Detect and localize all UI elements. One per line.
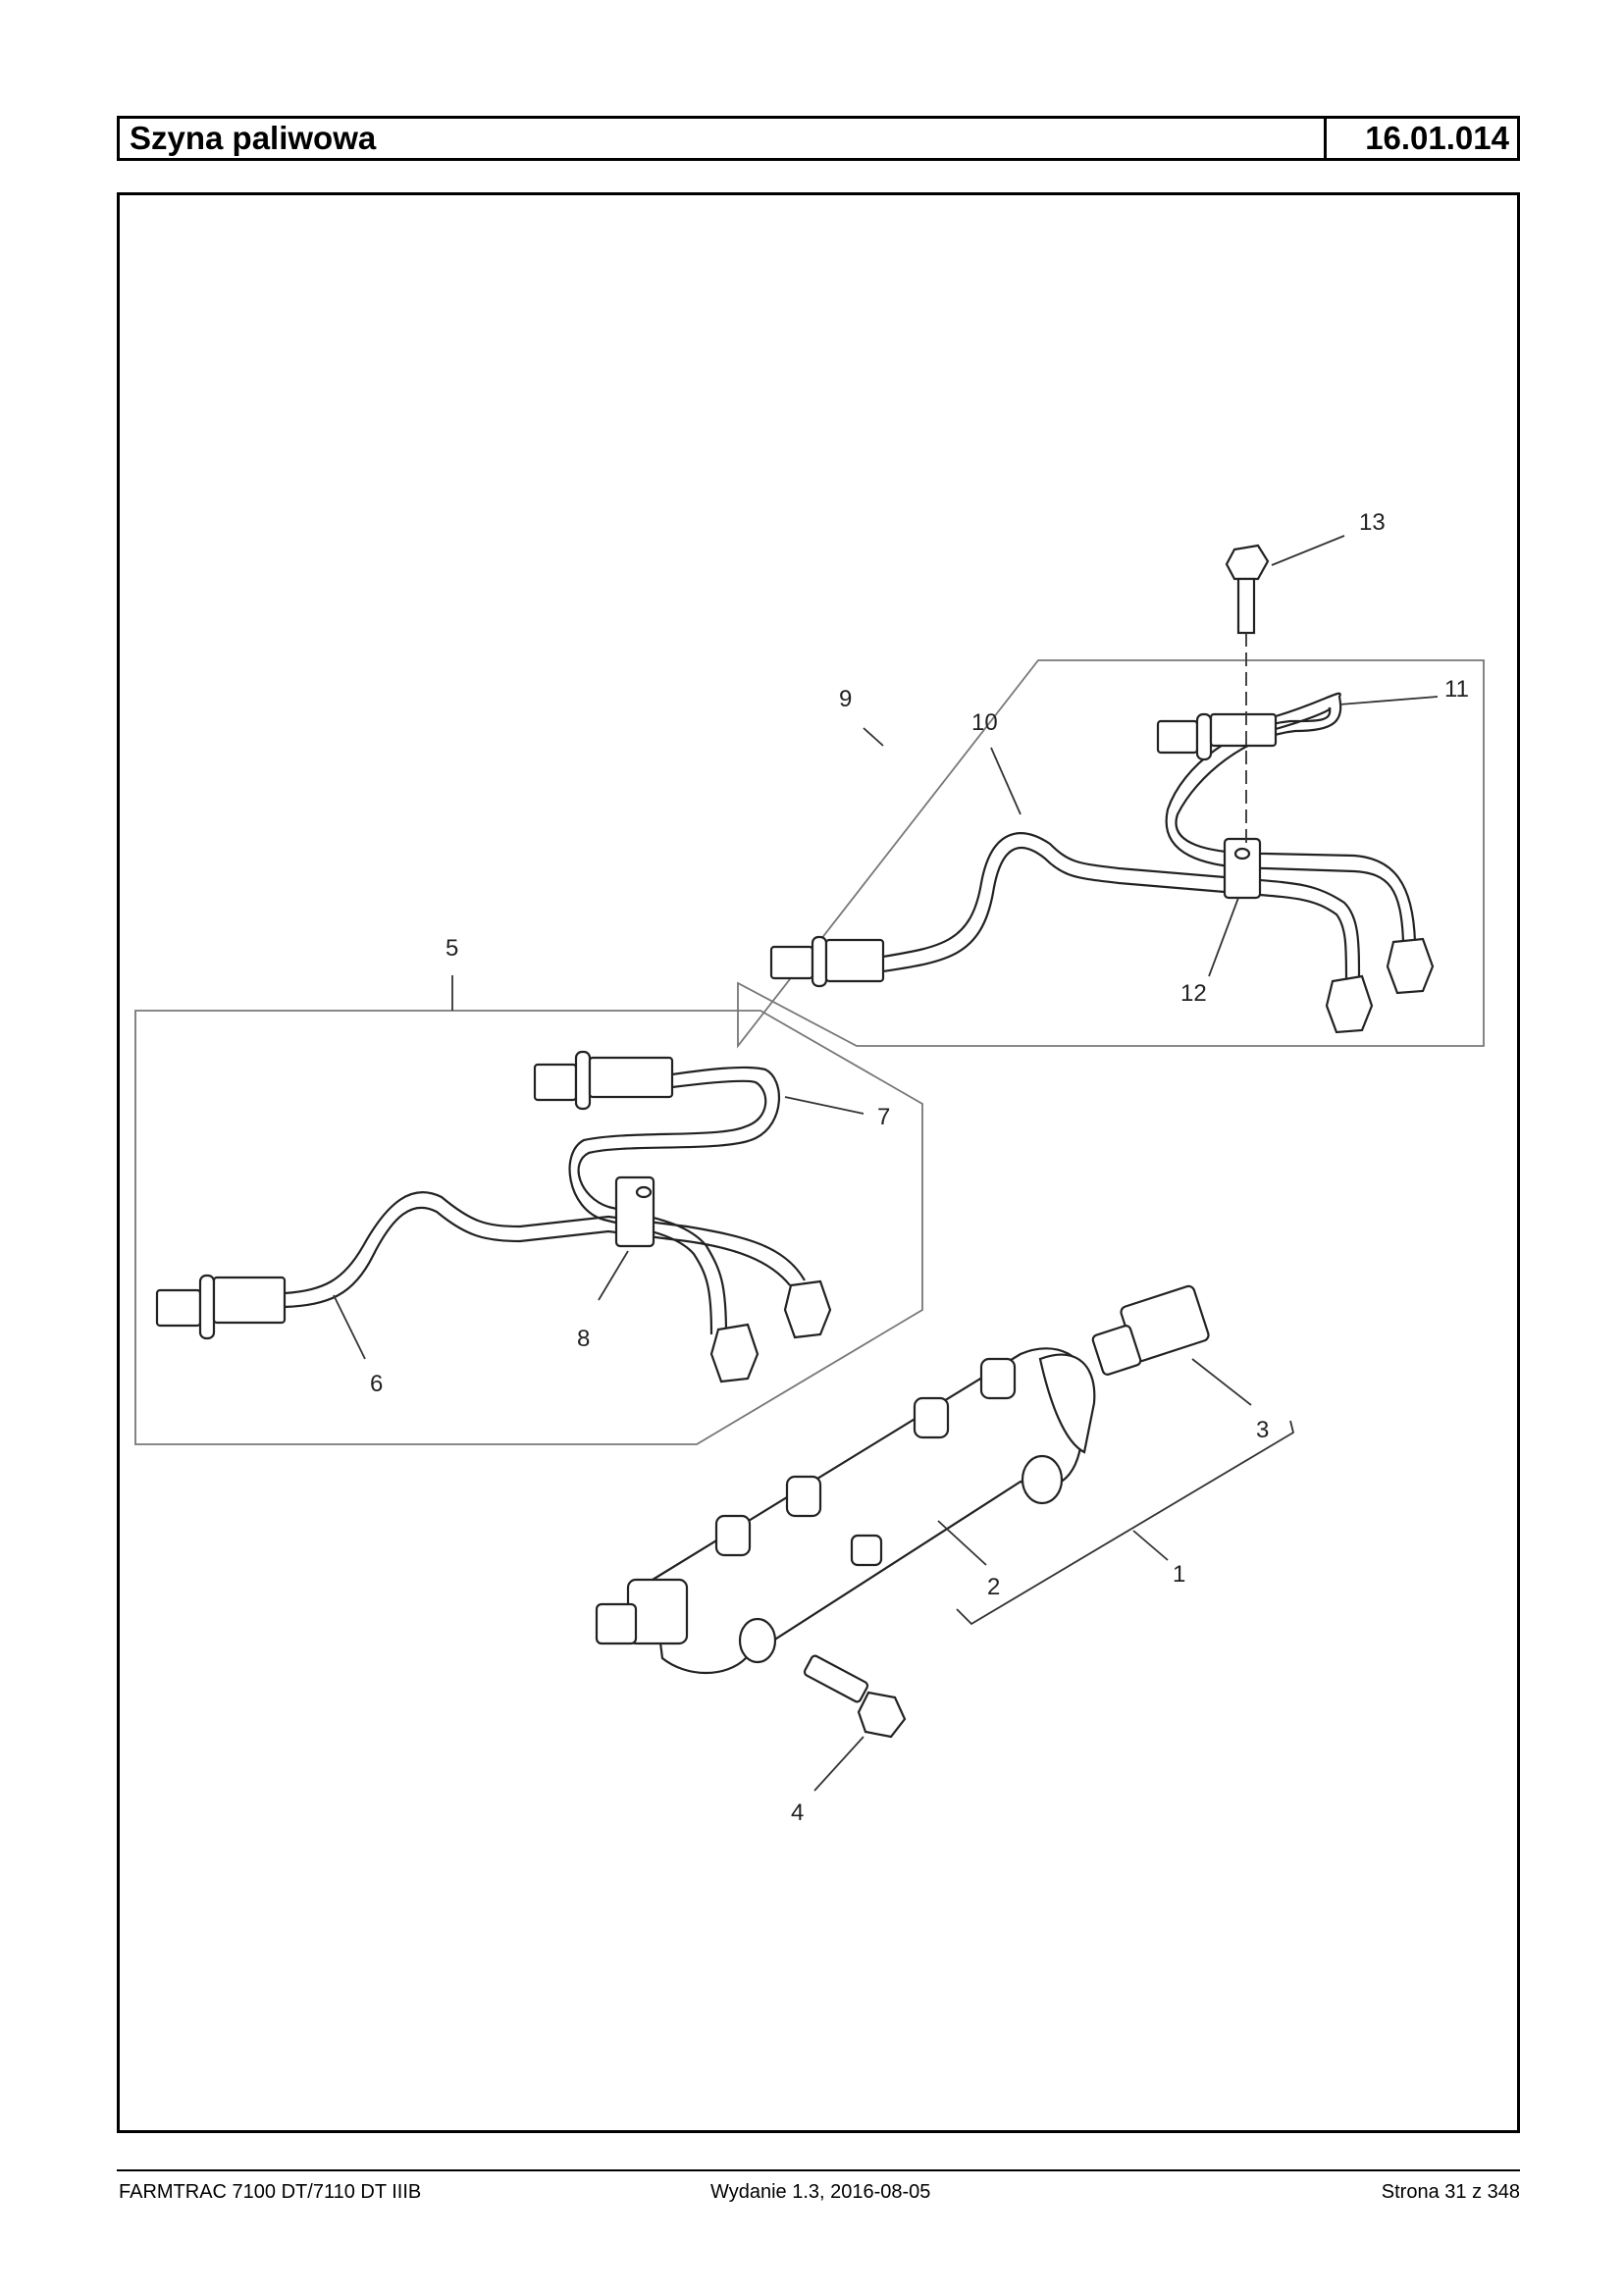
callout-7: 7 <box>877 1104 890 1130</box>
page-header: Szyna paliwowa 16.01.014 <box>117 116 1520 161</box>
fuel-rail-exploded-diagram: 13 11 9 10 12 5 7 8 6 3 2 1 4 <box>134 509 1485 1826</box>
callout-10: 10 <box>971 709 998 736</box>
footer-rule <box>117 2169 1520 2171</box>
pipe-7 <box>568 1066 781 1335</box>
footer-edition: Wydanie 1.3, 2016-08-05 <box>710 2181 931 2203</box>
pipe-10 <box>882 832 1361 982</box>
footer-page-number: Strona 31 z 348 <box>1381 2181 1520 2203</box>
pressure-valve-3 <box>1091 1284 1210 1376</box>
callout-12: 12 <box>1180 980 1207 1007</box>
bolt-4 <box>803 1654 907 1739</box>
callout-6: 6 <box>370 1371 383 1397</box>
fuel-rail-2 <box>595 1347 1096 1674</box>
pipe-fittings-9 <box>769 712 1435 1034</box>
bolt-13 <box>1225 544 1270 844</box>
page-title: Szyna paliwowa <box>120 119 1327 158</box>
callout-9: 9 <box>839 686 852 712</box>
figure-frame: 13 11 9 10 12 5 7 8 6 3 2 1 4 <box>117 192 1520 2133</box>
callout-11: 11 <box>1444 676 1469 703</box>
pipe-fittings-5 <box>155 1050 832 1383</box>
clamp-12 <box>1223 837 1262 900</box>
group-5-outline <box>134 1010 923 1445</box>
section-code: 16.01.014 <box>1365 120 1509 156</box>
callout-8: 8 <box>577 1326 590 1352</box>
callout-13: 13 <box>1359 509 1386 536</box>
callout-1: 1 <box>1173 1561 1185 1588</box>
pipe-11 <box>1165 692 1417 943</box>
callout-2: 2 <box>987 1574 1000 1600</box>
pipe-6 <box>284 1191 806 1309</box>
group-9-outline <box>737 659 1485 1049</box>
callout-4: 4 <box>791 1799 804 1826</box>
callout-5: 5 <box>445 935 458 962</box>
footer-product: FARMTRAC 7100 DT/7110 DT IIIB <box>119 2181 422 2203</box>
callout-3: 3 <box>1256 1417 1269 1443</box>
leader-lines <box>333 535 1439 1792</box>
